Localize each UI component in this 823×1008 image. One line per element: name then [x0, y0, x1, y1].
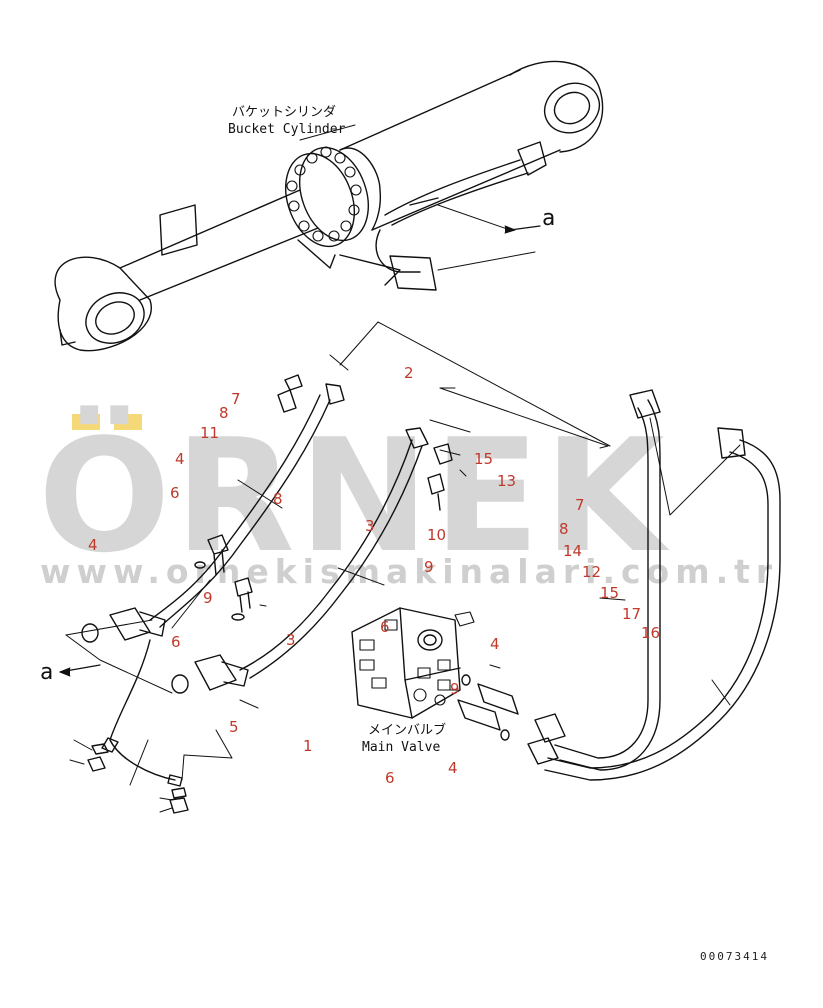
bucket-cylinder-drawing — [54, 60, 604, 352]
part-number-label: 14 — [563, 542, 583, 560]
main-valve-drawing — [351, 607, 501, 719]
part-number-label: 7 — [575, 496, 585, 514]
part-number-label: 8 — [219, 404, 229, 422]
view-ref-a-left: a — [40, 660, 54, 685]
part-number-label: 5 — [229, 718, 239, 736]
part-number-label: 4 — [490, 635, 500, 653]
part-number-label: 3 — [286, 631, 296, 649]
part-number-label: 4 — [175, 450, 185, 468]
part-number-label: 16 — [641, 624, 661, 642]
drawing-code: 00073414 — [700, 950, 769, 963]
part-number-label: 8 — [273, 490, 283, 508]
part-number-label: 6 — [385, 769, 395, 787]
bucket-cylinder-label-jp: バケットシリンダ — [232, 105, 337, 120]
part-number-label: 3 — [365, 517, 375, 535]
part-number-label: 10 — [427, 526, 447, 544]
part-number-label: 6 — [380, 618, 390, 636]
main-valve-label-jp: メインバルブ — [368, 723, 447, 738]
hose-assembly-left — [59, 321, 611, 814]
part-number-label: 1 — [303, 737, 313, 755]
part-number-label: 6 — [171, 633, 181, 651]
part-number-label: 7 — [231, 390, 241, 408]
part-number-label: 9 — [450, 680, 460, 698]
part-number-label: 15 — [474, 450, 494, 468]
watermark-umlaut-left — [72, 414, 100, 430]
part-number-label: 13 — [497, 472, 517, 490]
part-number-label: 11 — [200, 424, 220, 442]
part-number-label: 2 — [404, 364, 414, 382]
part-number-label: 4 — [88, 536, 98, 554]
view-ref-a-top: a — [542, 206, 556, 231]
main-valve-label-en: Main Valve — [362, 740, 441, 755]
bucket-cylinder-label-en: Bucket Cylinder — [228, 122, 346, 137]
part-number-label: 6 — [170, 484, 180, 502]
part-number-label: 9 — [424, 558, 434, 576]
part-number-label: 4 — [448, 759, 458, 777]
part-number-label: 12 — [582, 563, 602, 581]
part-number-label: 17 — [622, 605, 642, 623]
part-number-label: 15 — [600, 584, 620, 602]
hose-assembly-right — [427, 387, 781, 781]
part-number-label: 8 — [559, 520, 569, 538]
watermark-umlaut-right — [114, 414, 142, 430]
part-number-label: 9 — [203, 589, 213, 607]
